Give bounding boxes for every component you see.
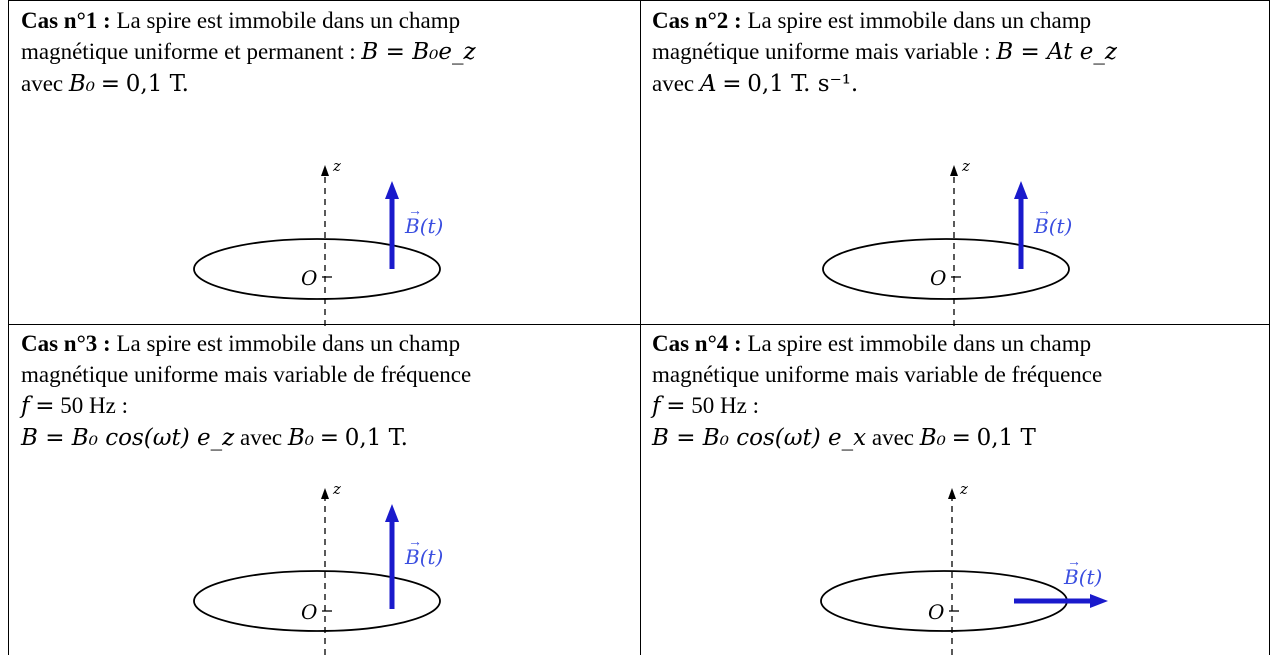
case-3-text: Cas n°3 : La spire est immobile dans un … [21, 331, 472, 451]
z-axis-label: z [332, 480, 341, 498]
case-4-freq-symbol: f [652, 393, 661, 419]
z-axis-arrowhead-icon [321, 165, 329, 176]
case-3-line-1: La spire est immobile dans un champ [116, 331, 461, 356]
case-2-line-2: magnétique uniforme mais variable : [652, 39, 997, 64]
z-axis-arrowhead-icon [950, 165, 958, 176]
case-4-title: Cas n°4 : [652, 331, 742, 356]
case-2-line-1: La spire est immobile dans un champ [747, 8, 1092, 33]
case-1-title: Cas n°1 : [21, 8, 111, 33]
b-vector-arrowhead-icon [1014, 181, 1028, 199]
case-2-param-name: A [699, 71, 717, 97]
origin-label: O [928, 600, 944, 624]
case-1-param-name: B₀ [68, 71, 96, 97]
case-4-param-value: 0,1 T [976, 425, 1036, 451]
z-axis-label: z [959, 480, 968, 498]
case-2-figure: z O B(t) → [822, 157, 1072, 326]
case-3-freq-symbol: f [21, 393, 30, 419]
case-1-line-3: avec [21, 71, 69, 96]
b-vector-label-arrow-icon: → [408, 535, 422, 550]
case-3-figure: z O B(t) → [193, 480, 443, 655]
z-axis-label: z [961, 157, 970, 175]
case-4-line-2: magnétique uniforme mais variable de fré… [652, 362, 1103, 387]
case-1-cell: Cas n°1 : La spire est immobile dans un … [8, 0, 641, 326]
case-3-param-name: B₀ [287, 425, 315, 451]
b-vector-arrowhead-icon [385, 504, 399, 522]
z-axis-arrowhead-icon [948, 488, 956, 499]
case-1-line-1: La spire est immobile dans un champ [116, 8, 461, 33]
cases-table: Cas n°1 : La spire est immobile dans un … [8, 0, 1270, 655]
case-2-field-expr: B = At e_z [996, 39, 1118, 65]
z-axis-label: z [332, 157, 341, 175]
case-4-cell: Cas n°4 : La spire est immobile dans un … [640, 324, 1270, 655]
case-4-figure: z O B(t) → [820, 480, 1108, 655]
loop-ellipse [193, 238, 441, 300]
case-2-param-value: 0,1 T. s⁻¹. [747, 71, 859, 97]
case-3-title: Cas n°3 : [21, 331, 111, 356]
b-vector-arrowhead-icon [385, 181, 399, 199]
origin-label: O [930, 266, 946, 290]
case-4-line-3: 50 Hz : [691, 393, 760, 418]
case-2-title: Cas n°2 : [652, 8, 742, 33]
b-vector-label-arrow-icon: → [1067, 555, 1081, 570]
case-2-cell: Cas n°2 : La spire est immobile dans un … [640, 0, 1270, 326]
b-vector-label: B(t) [404, 214, 443, 238]
b-vector-arrowhead-icon [1090, 594, 1108, 608]
b-vector-label-arrow-icon: → [1037, 204, 1051, 219]
b-vector-label: B(t) [1063, 565, 1102, 589]
case-3-cell: Cas n°3 : La spire est immobile dans un … [8, 324, 641, 655]
z-axis-arrowhead-icon [321, 488, 329, 499]
origin-label: O [301, 600, 317, 624]
b-vector-label-arrow-icon: → [408, 204, 422, 219]
case-3-field-expr: B = B₀ cos(ωt) e_z [21, 425, 235, 451]
case-2-line-3: avec [652, 71, 700, 96]
case-3-line-4: avec [234, 425, 288, 450]
case-3-param-value: 0,1 T. [344, 425, 408, 451]
case-1-text: Cas n°1 : La spire est immobile dans un … [21, 8, 476, 97]
case-1-param-value: 0,1 T. [125, 71, 189, 97]
case-3-line-2: magnétique uniforme mais variable de fré… [21, 362, 472, 387]
b-vector-label: B(t) [404, 545, 443, 569]
b-vector-label: B(t) [1033, 214, 1072, 238]
case-4-text: Cas n°4 : La spire est immobile dans un … [652, 331, 1103, 451]
origin-label: O [301, 266, 317, 290]
loop-ellipse [193, 570, 441, 632]
case-1-line-2: magnétique uniforme et permanent : [21, 39, 362, 64]
case-3-line-3: 50 Hz : [60, 393, 129, 418]
case-2-text: Cas n°2 : La spire est immobile dans un … [652, 8, 1118, 97]
case-1-field-expr: B = B₀e_z [361, 39, 476, 65]
case-4-line-1: La spire est immobile dans un champ [747, 331, 1092, 356]
case-1-figure: z O B(t) → [193, 157, 443, 326]
case-4-field-expr: B = B₀ cos(ωt) e_x [652, 425, 867, 451]
case-4-param-name: B₀ [919, 425, 946, 451]
loop-ellipse [822, 238, 1070, 300]
case-4-line-4: avec [866, 425, 920, 450]
